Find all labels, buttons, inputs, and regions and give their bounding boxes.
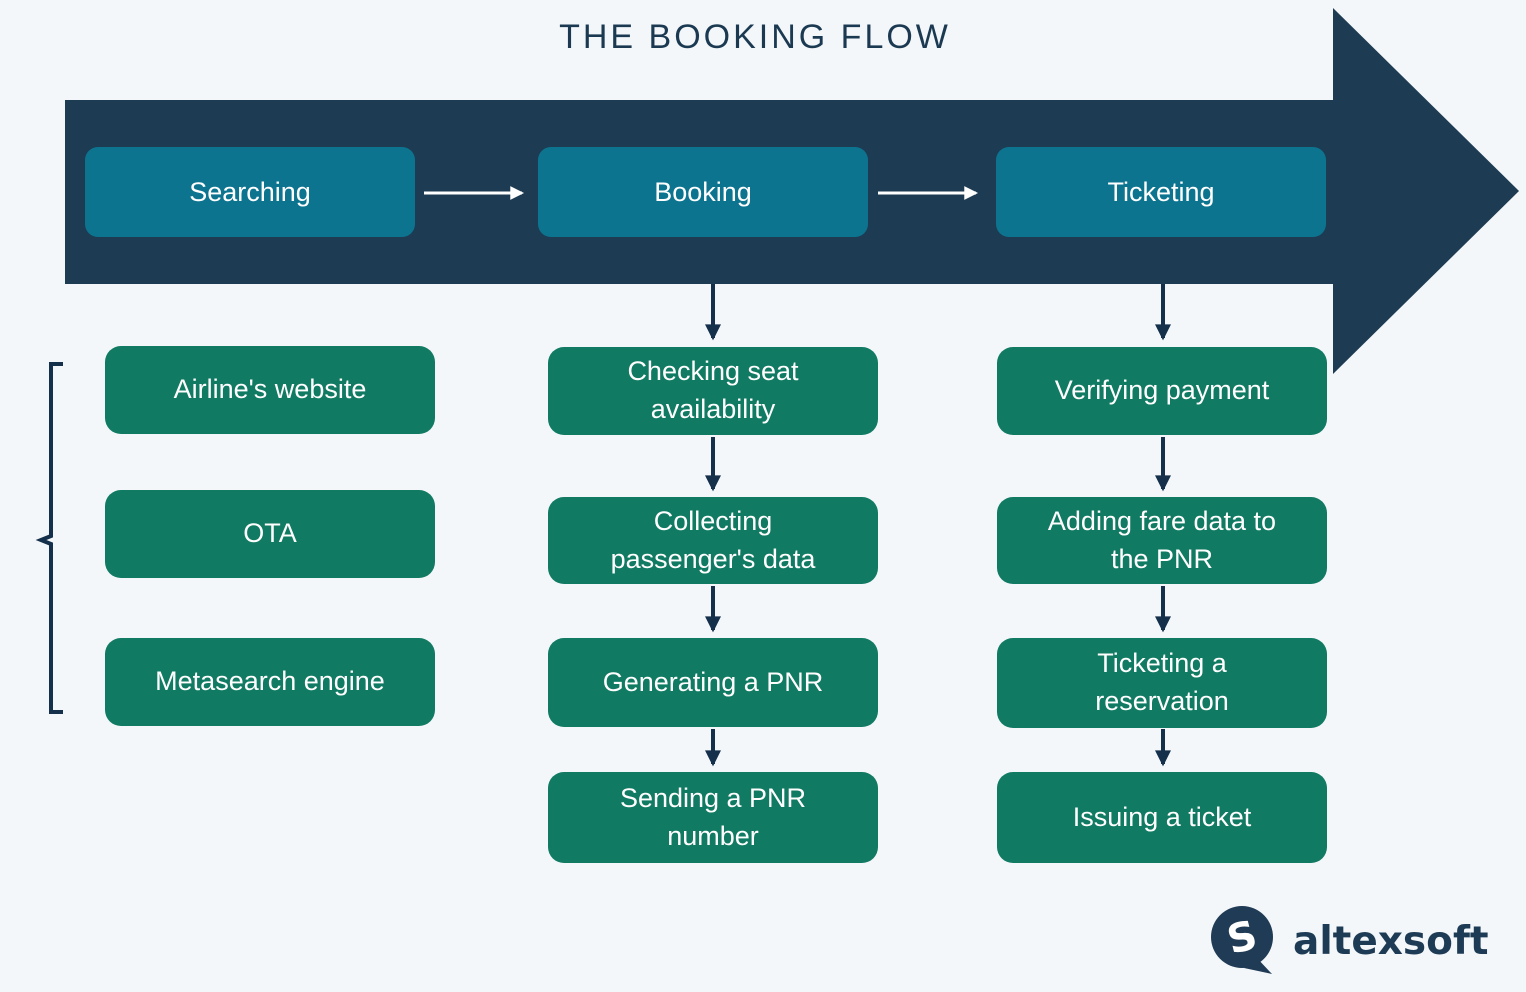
step-label: Sending a PNR number: [619, 782, 807, 851]
brand-logo: S altexsoft: [1208, 903, 1489, 979]
stage-box-searching: Searching: [85, 147, 415, 237]
step-label: Ticketing a reservation: [1095, 648, 1229, 716]
stage-label-booking: Booking: [654, 176, 752, 207]
step-label: Generating a PNR: [602, 666, 824, 697]
flow-arrowhead-icon: [1333, 8, 1519, 374]
step-box-adding-fare-data: Adding fare data to the PNR: [997, 497, 1327, 584]
step-box-ticketing-a-reservation: Ticketing a reservation: [997, 638, 1327, 728]
page-title: THE BOOKING FLOW: [559, 18, 951, 56]
logo-brand-text: altexsoft: [1293, 918, 1489, 964]
step-label: Checking seat availability: [627, 356, 799, 424]
step-label: Verifying payment: [1054, 375, 1270, 406]
stage-box-ticketing: Ticketing: [996, 147, 1326, 237]
step-box-ota: OTA: [105, 490, 435, 578]
stage-label-ticketing: Ticketing: [1107, 176, 1215, 207]
step-label: Issuing a ticket: [1072, 801, 1252, 832]
stage-label-searching: Searching: [189, 176, 311, 207]
step-label: OTA: [243, 518, 297, 549]
step-label: Collecting passenger's data: [610, 505, 816, 574]
step-box-issuing-a-ticket: Issuing a ticket: [997, 772, 1327, 863]
stage-box-booking: Booking: [538, 147, 868, 237]
searching-options-bracket: [35, 362, 63, 714]
step-box-checking-seat-availability: Checking seat availability: [548, 347, 878, 435]
logo-mark-icon: S: [1211, 906, 1273, 974]
step-box-collecting-passengers-data: Collecting passenger's data: [548, 497, 878, 584]
step-box-verifying-payment: Verifying payment: [997, 347, 1327, 435]
step-label: Adding fare data to the PNR: [1047, 505, 1277, 574]
step-box-metasearch-engine: Metasearch engine: [105, 638, 435, 726]
step-label: Metasearch engine: [155, 666, 385, 697]
step-box-generating-a-pnr: Generating a PNR: [548, 638, 878, 727]
step-box-sending-a-pnr-number: Sending a PNR number: [548, 772, 878, 863]
step-label: Airline's website: [173, 374, 367, 405]
step-box-airlines-website: Airline's website: [105, 346, 435, 434]
